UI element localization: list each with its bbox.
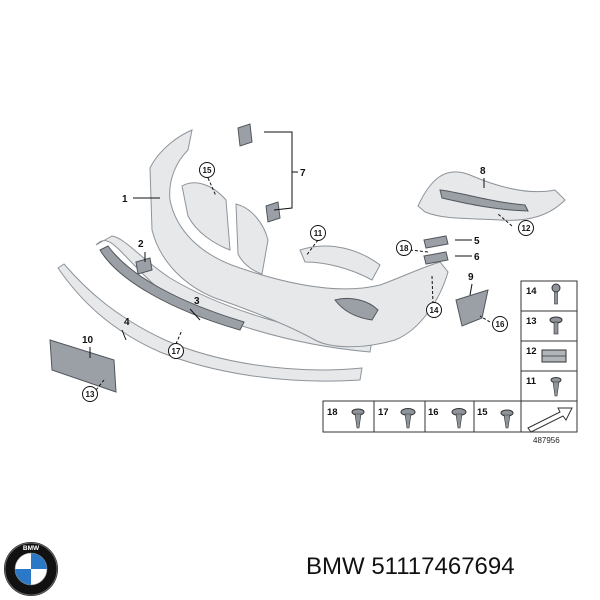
part-8-bracket-inner	[439, 189, 529, 212]
callout-6: 6	[474, 252, 480, 263]
callout-11: 11	[314, 229, 323, 238]
callout-13: 13	[86, 390, 95, 399]
part-6-reflector	[423, 251, 449, 265]
push-clip-icon	[351, 408, 365, 429]
callout-2: 2	[138, 239, 144, 250]
fastener-table-bottom: 18 17 16 15	[322, 400, 578, 433]
push-clip-icon	[451, 408, 467, 429]
callout-1: 1	[122, 194, 128, 205]
part-7-bracket-top	[237, 123, 253, 147]
callout-3: 3	[194, 296, 200, 307]
part-1-fog-opening	[334, 297, 379, 321]
part-10-plate-bracket	[49, 339, 117, 393]
callout-17: 17	[172, 347, 181, 356]
arrow-icon	[527, 407, 573, 433]
bolt-icon	[551, 283, 561, 305]
part-3-inner	[99, 245, 245, 331]
table-item-12: 12	[526, 346, 537, 357]
callout-7: 7	[300, 168, 306, 179]
table-item-15: 15	[477, 407, 488, 418]
callout-12: 12	[522, 224, 531, 233]
table-item-16: 16	[428, 407, 439, 418]
table-item-18: 18	[327, 407, 338, 418]
part-number-caption: BMW 51117467694	[306, 553, 515, 580]
expansion-rivet-icon	[550, 377, 562, 397]
part-5-reflector	[423, 235, 449, 249]
part-4-trim-strip	[57, 263, 363, 382]
callout-16: 16	[496, 320, 505, 329]
part-7-bracket-bottom	[265, 201, 281, 223]
table-item-13: 13	[526, 316, 537, 327]
callout-4: 4	[124, 317, 130, 328]
fastener-table-side: 14 13 12 11	[520, 280, 578, 402]
screw-icon	[549, 316, 563, 335]
clip-nut-icon	[541, 349, 567, 363]
callout-5: 5	[474, 236, 480, 247]
table-item-11: 11	[526, 376, 537, 387]
push-clip-icon	[500, 409, 514, 429]
part-1-grille-right	[235, 203, 269, 275]
part-8-bracket	[417, 171, 566, 221]
table-item-14: 14	[526, 286, 537, 297]
part-9-insert	[455, 289, 489, 327]
push-clip-icon	[400, 408, 416, 429]
callout-10: 10	[82, 335, 94, 346]
callout-18: 18	[400, 244, 409, 253]
part-1-side-flange	[299, 245, 381, 281]
part-1-grille-left	[181, 182, 231, 251]
reference-number: 487956	[533, 436, 560, 445]
svg-text:BMW: BMW	[23, 545, 40, 552]
part-1-bumper-cover	[149, 129, 449, 348]
table-item-17: 17	[378, 407, 389, 418]
callout-14: 14	[430, 306, 439, 315]
callout-15: 15	[203, 166, 212, 175]
bmw-logo: BMW	[4, 542, 58, 596]
callout-9: 9	[468, 272, 474, 283]
callout-8: 8	[480, 166, 486, 177]
